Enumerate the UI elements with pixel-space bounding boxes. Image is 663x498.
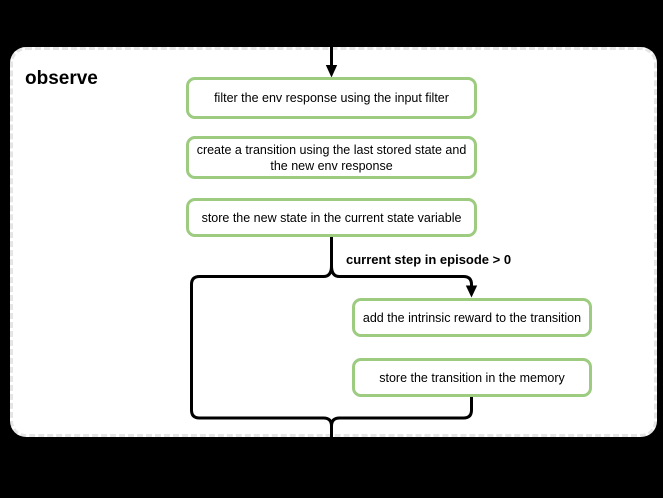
node-label: store the transition in the memory	[379, 370, 565, 385]
node-label: store the new state in the current state…	[201, 210, 462, 225]
condition-edge-label: current step in episode > 0	[346, 252, 512, 267]
arrow-down-icon	[465, 285, 478, 298]
node-label: create a transition using the last store…	[196, 142, 467, 173]
node-label: filter the env response using the input …	[214, 91, 449, 105]
arrow-down-icon	[325, 65, 338, 78]
edge-bypass-left-line	[190, 265, 333, 445]
node-store-transition-memory: store the transition in the memory	[352, 358, 592, 397]
node-create-transition: create a transition using the last store…	[186, 136, 477, 179]
edge-condition-right-line	[330, 265, 473, 286]
node-store-new-state: store the new state in the current state…	[186, 198, 477, 237]
group-title: observe	[25, 68, 98, 89]
node-label: add the intrinsic reward to the transiti…	[362, 310, 582, 325]
node-filter-env-response: filter the env response using the input …	[186, 77, 477, 119]
node-add-intrinsic-reward: add the intrinsic reward to the transiti…	[352, 298, 592, 337]
edge-merge-exit-line	[330, 397, 473, 445]
